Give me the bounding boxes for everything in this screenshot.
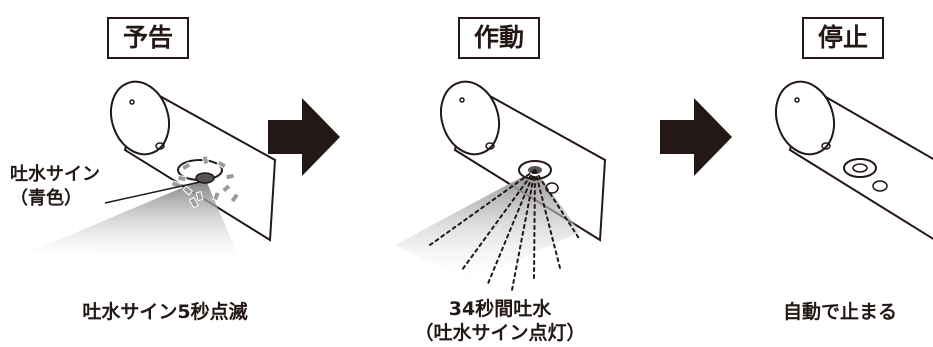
caption-notice: 吐水サイン5秒点滅 xyxy=(40,297,290,324)
caption-stop-line-1: 自動で止まる xyxy=(782,301,897,323)
step-title-notice: 予告 xyxy=(107,17,189,59)
callout-line-2: （青色） xyxy=(10,188,82,209)
caption-stop: 自動で止まる xyxy=(750,297,930,324)
callout-leader xyxy=(104,181,201,204)
pipe-end-cap xyxy=(110,80,170,156)
callout-line-1: 吐水サイン xyxy=(10,164,100,185)
flow-arrow-1 xyxy=(268,98,340,176)
caption-notice-line-1: 吐水サイン5秒点滅 xyxy=(82,301,248,323)
pipe-end-cap xyxy=(440,80,500,156)
panel-notice xyxy=(30,80,277,260)
blinking-signal xyxy=(170,155,241,209)
step-title-stop: 停止 xyxy=(802,17,884,59)
panel-operate xyxy=(395,80,607,291)
caption-operate-line-1: 34秒間吐水 xyxy=(448,298,552,320)
panel-stop xyxy=(775,80,933,240)
pipe-end-cap xyxy=(775,80,835,156)
flow-arrow-2 xyxy=(660,98,732,176)
signal-callout: 吐水サイン （青色） xyxy=(10,163,100,211)
spray-cone xyxy=(30,178,240,260)
step-title-operate: 作動 xyxy=(458,17,540,59)
caption-operate: 34秒間吐水 （吐水サイン点灯） xyxy=(390,297,610,345)
water-streams xyxy=(429,169,581,291)
caption-operate-line-2: （吐水サイン点灯） xyxy=(414,322,586,344)
